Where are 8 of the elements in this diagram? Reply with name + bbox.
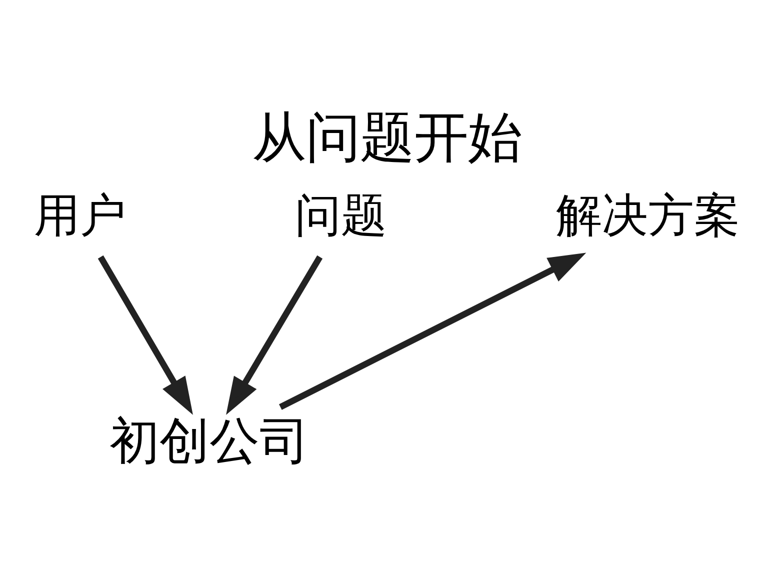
arrow bbox=[279, 252, 586, 410]
arrow bbox=[226, 255, 323, 415]
node-text: 解决方案 bbox=[556, 188, 740, 242]
node-text: 初创公司 bbox=[109, 410, 310, 470]
node-text: 用户 bbox=[34, 188, 126, 242]
arrow bbox=[98, 255, 193, 415]
node-text: 问题 bbox=[295, 188, 388, 242]
diagram-title: 从问题开始 bbox=[252, 106, 522, 170]
